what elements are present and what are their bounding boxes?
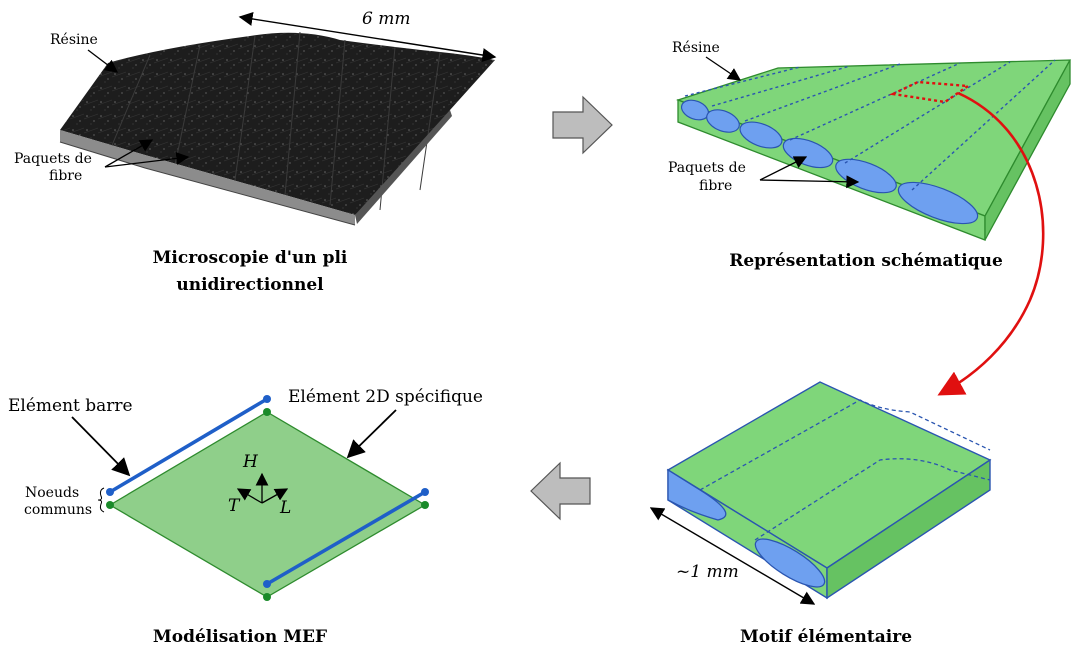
schematic-fibers-pointer-2 xyxy=(759,175,860,189)
process-arrow-left xyxy=(530,461,591,521)
fem-axis-t-label: T xyxy=(228,496,241,516)
pattern-caption: Motif élémentaire xyxy=(740,627,912,647)
microscopy-panel: 6 mm Résine Paquets de fibre Microscopie… xyxy=(14,9,497,295)
schematic-resin-pointer xyxy=(705,56,742,81)
microscopy-fibers-label-1: Paquets de xyxy=(14,151,92,167)
fem-axis-l-label: L xyxy=(279,498,291,518)
pattern-side-face xyxy=(826,458,991,600)
schematic-fibers-label-1: Paquets de xyxy=(668,160,746,176)
pattern-fiber-lines xyxy=(699,399,991,541)
microscopy-ply-top xyxy=(60,32,495,215)
microscopy-resin-pointer xyxy=(87,49,119,73)
fem-panel: H T L Elément barre Elément 2D spécifiqu… xyxy=(8,387,483,647)
pattern-panel: ~1 mm Motif élémentaire xyxy=(649,381,992,647)
schematic-fibers-label-2: fibre xyxy=(699,178,732,194)
schematic-caption: Représentation schématique xyxy=(729,251,1003,271)
dimension-1mm-label: ~1 mm xyxy=(676,562,739,582)
microscopy-fibers-pointer-1 xyxy=(104,139,154,168)
dimension-6mm-arrow xyxy=(238,12,497,62)
microscopy-ply-edge xyxy=(60,130,355,225)
dimension-6mm-label: 6 mm xyxy=(362,9,410,29)
fem-bar-pointer xyxy=(71,416,131,477)
fem-2d-label: Elément 2D spécifique xyxy=(288,387,483,407)
microscopy-fibers-pointer-2 xyxy=(104,151,190,168)
pattern-top-face xyxy=(666,381,992,569)
process-arrow-right xyxy=(552,95,613,155)
schematic-fibers-pointer-1 xyxy=(759,156,808,181)
fem-bar-element-top xyxy=(109,397,268,494)
zoom-arrow xyxy=(937,91,1045,396)
dimension-1mm-arrow xyxy=(649,507,816,605)
fem-bar-label: Elément barre xyxy=(8,396,133,416)
microscopy-resin-label: Résine xyxy=(50,32,98,48)
fem-2d-pointer xyxy=(346,409,397,459)
schematic-side-face xyxy=(984,59,1071,241)
fem-bar-nodes xyxy=(106,395,429,588)
fem-bar-element-bottom xyxy=(266,490,426,586)
fem-element-nodes xyxy=(106,408,429,601)
fem-nodes-label-2: communs xyxy=(24,502,92,518)
fem-local-axes xyxy=(236,472,289,504)
fem-nodes-label-1: Noeuds xyxy=(25,485,79,501)
schematic-fiber-lines xyxy=(684,59,1056,191)
fem-2d-element xyxy=(108,411,427,598)
microscopy-caption-line-1: Microscopie d'un pli xyxy=(153,248,348,268)
schematic-resin-label: Résine xyxy=(672,40,720,56)
schematic-selection-box xyxy=(888,80,972,104)
microscopy-fibers-label-2: fibre xyxy=(49,168,82,184)
fem-caption: Modélisation MEF xyxy=(153,627,327,647)
fem-nodes-brace xyxy=(97,487,105,513)
microscopy-caption-line-2: unidirectionnel xyxy=(176,275,324,295)
schematic-panel: Résine Paquets de fibre Représentation s… xyxy=(668,40,1072,271)
fem-axis-h-label: H xyxy=(242,452,259,472)
